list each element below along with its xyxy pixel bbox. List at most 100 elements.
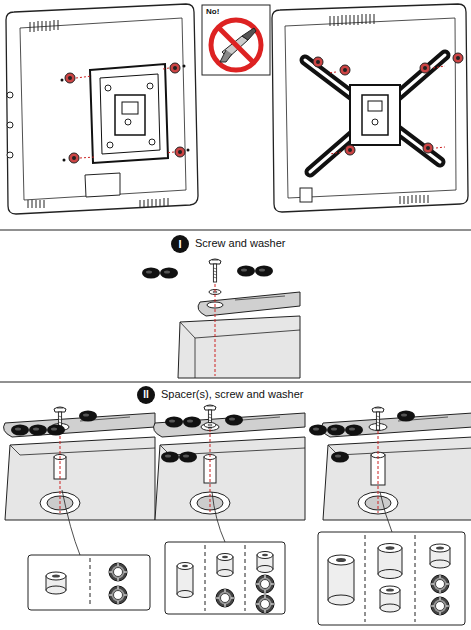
tv-back-small-bracket-part [85, 173, 120, 197]
spacer-detail-2-part [183, 417, 201, 428]
step-badge [137, 386, 155, 404]
tv-back-small-bracket-part [7, 92, 13, 98]
tv-back-x-bracket-part [350, 85, 400, 145]
spacer-detail-1-part [29, 425, 47, 436]
parts-box-1-part [109, 586, 127, 604]
tv-back-small-bracket-part [125, 119, 131, 125]
spacer-detail-2-part [204, 423, 216, 428]
tv-back-x-bracket-part [453, 53, 463, 63]
screw-washer-detail-part [178, 316, 300, 378]
tv-back-small-bracket-part [65, 73, 75, 83]
leader-line [380, 492, 392, 532]
tv-back-small-bracket-part [28, 20, 168, 208]
tv-back-x-bracket-part-part [310, 55, 445, 172]
tv-back-small-bracket-part [6, 4, 198, 214]
parts-box-2-part [256, 575, 274, 593]
spacer-detail-2-part [179, 452, 197, 463]
parts-box-2-part [262, 554, 268, 557]
section-divider [0, 382, 471, 383]
no-drill-warning-part [242, 28, 256, 40]
tv-back-small-bracket-part [149, 139, 155, 145]
step-title: Spacer(s), screw and washer [161, 388, 303, 401]
spacer-detail-1-part [60, 431, 61, 513]
parts-box-1-part [28, 555, 150, 610]
spacer-detail-2-part [225, 415, 243, 426]
parts-box-2-part [165, 542, 285, 614]
parts-box-1 [28, 555, 150, 610]
tv-back-x-bracket-part-part [400, 195, 428, 204]
tv-back-small-bracket-part [90, 64, 168, 163]
screw-washer-detail [142, 259, 300, 378]
parts-box-3-part [436, 546, 444, 549]
tv-back-small-bracket-part [61, 65, 190, 162]
parts-box-2-part [177, 591, 193, 598]
parts-box-2-part [177, 563, 193, 570]
tv-back-x-bracket-part [285, 18, 456, 198]
spacer-detail-3-part [378, 431, 379, 513]
tv-back-small-bracket-part [122, 102, 138, 114]
parts-box-3-part [430, 544, 450, 552]
tv-back-x-bracket-part [330, 14, 428, 204]
tv-back-small-bracket-part [107, 142, 113, 148]
tv-back-small-bracket-part-part [187, 149, 190, 152]
parts-box-2-part [245, 545, 246, 611]
parts-box-3-part [380, 586, 400, 594]
tv-back-small-bracket-part-part [183, 65, 186, 68]
parts-box-3-part [365, 535, 366, 622]
tv-back-x-bracket-part [372, 119, 378, 125]
tv-back-small-bracket-part-part [30, 20, 58, 32]
screw-washer-detail-part [235, 296, 285, 300]
leader-line [62, 490, 80, 555]
step-number: II [143, 389, 149, 401]
tv-back-small-bracket-part [170, 63, 180, 73]
no-drill-warning-part [202, 5, 270, 75]
spacer-detail-3-part [327, 425, 345, 436]
no-drill-warning [202, 5, 270, 75]
tv-back-x-bracket-part [300, 188, 312, 202]
spacer-detail-1-part [79, 411, 97, 422]
screw-washer-detail-part [195, 338, 196, 378]
parts-box-3-part [328, 595, 354, 605]
parts-box-1-part [52, 574, 60, 577]
parts-box-3-part [430, 560, 450, 568]
spacer-detail-3-part [397, 411, 415, 422]
spacer-detail-3-part [331, 452, 349, 463]
parts-box-1-part [90, 558, 91, 607]
tv-back-x-bracket-part [272, 4, 468, 212]
parts-box-2-part [217, 554, 233, 561]
spacer-detail-3-part [345, 425, 363, 436]
spacer-detail-2-part [161, 452, 179, 463]
spacer-detail-2-part [154, 413, 305, 520]
spacer-detail-1 [4, 407, 155, 520]
section-divider [0, 230, 471, 231]
parts-box-1-part [109, 563, 127, 581]
spacer-detail-1-part [4, 413, 155, 520]
parts-box-2-part [205, 545, 206, 611]
tv-back-x-bracket [272, 4, 468, 212]
tv-back-small-bracket-part-part [63, 159, 66, 162]
parts-box-2-part [217, 570, 233, 577]
tv-back-small-bracket-part [115, 95, 145, 135]
parts-box-3-part [318, 532, 465, 625]
parts-box-3-part [378, 544, 402, 553]
parts-box-1-part [46, 586, 66, 594]
tv-back-x-bracket-part [305, 55, 445, 172]
no-drill-warning-part [211, 20, 261, 70]
spacer-detail-3-part [372, 407, 384, 430]
parts-box-3-part [336, 558, 346, 562]
step-title: Screw and washer [195, 237, 286, 250]
screw-washer-detail-part [215, 284, 216, 376]
tv-back-x-bracket-part-part [310, 55, 445, 172]
screw-washer-detail-part [160, 268, 178, 279]
parts-box-3-part [386, 546, 395, 550]
parts-box-2-part [177, 566, 193, 594]
spacer-detail-2-part [210, 429, 211, 513]
parts-box-3-part [431, 575, 449, 593]
tv-back-small-bracket-part [69, 153, 79, 163]
parts-box-1-part [46, 572, 66, 580]
no-drill-warning-part [218, 27, 254, 63]
tv-back-x-bracket-part [313, 57, 323, 67]
parts-box-3-part [415, 535, 416, 622]
